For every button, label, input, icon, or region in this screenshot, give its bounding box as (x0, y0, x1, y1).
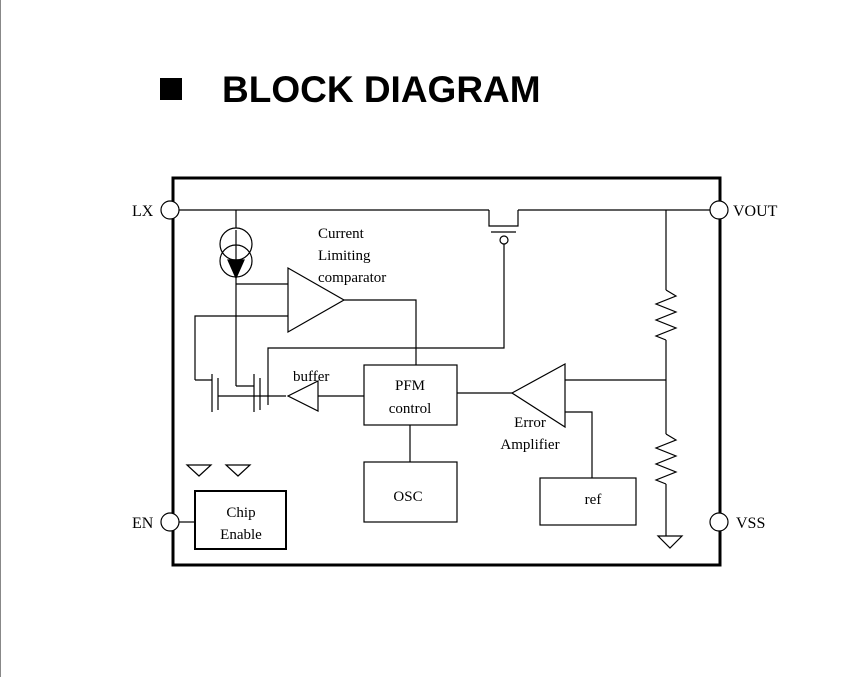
pin-vout-label: VOUT (733, 203, 778, 220)
resistor-upper (654, 289, 678, 341)
ground-3-icon (656, 535, 684, 549)
osc-box (363, 461, 458, 523)
current-comparator-label-2: Limiting (318, 248, 371, 264)
chip-enable-label-2: Enable (220, 527, 262, 543)
pin-vout-circle (709, 200, 729, 220)
ic-outline (171, 176, 722, 567)
error-amplifier-symbol (510, 362, 566, 429)
wire-comp-out (344, 299, 417, 365)
wire-pmos-gate (267, 244, 505, 405)
page-left-edge (0, 0, 1, 677)
ground-2-icon (224, 464, 252, 477)
pfm-control-label-1: PFM (395, 378, 425, 394)
chip-enable-box (194, 490, 287, 550)
pin-lx-circle (160, 200, 180, 220)
pfm-control-label-2: control (389, 401, 432, 417)
ground-1-icon (185, 464, 213, 477)
resistor-lower (654, 433, 678, 485)
current-comparator-symbol (287, 266, 346, 334)
chip-enable-label-1: Chip (226, 505, 255, 521)
buffer-label: buffer (293, 369, 329, 385)
pmos-gate-bubble (499, 235, 509, 245)
error-amplifier-label-2: Amplifier (500, 437, 559, 453)
osc-label: OSC (393, 489, 422, 505)
page-title: BLOCK DIAGRAM (222, 69, 541, 110)
ref-label: ref (585, 492, 602, 508)
pin-en-circle (160, 512, 180, 532)
error-amplifier-label-1: Error (514, 415, 546, 431)
current-comparator-label-1: Current (318, 226, 365, 242)
pin-lx-label: LX (132, 203, 154, 220)
wire-ea-ref (565, 411, 593, 478)
wire-comp-in-minus (194, 315, 288, 380)
buffer-symbol (286, 380, 319, 412)
pin-vss-circle (709, 512, 729, 532)
pin-en-label: EN (132, 515, 154, 532)
current-comparator-label-3: comparator (318, 270, 386, 286)
current-source-arrow-head (227, 259, 245, 280)
pin-vss-label: VSS (736, 515, 765, 532)
title-bullet-square-icon (160, 78, 182, 100)
pmos-switch (488, 210, 519, 227)
ref-box (539, 477, 637, 526)
